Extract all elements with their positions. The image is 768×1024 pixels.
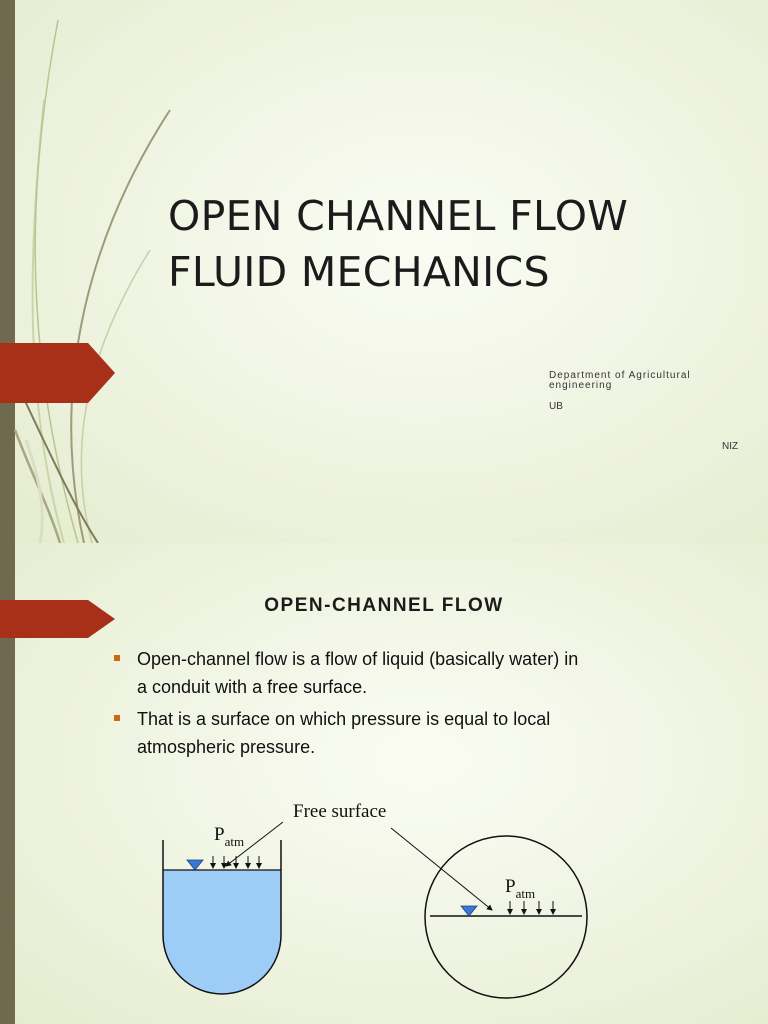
department-line-1: Department of Agricultural [549, 370, 691, 381]
free-surface-leader-left [225, 821, 284, 867]
conduit-circle [424, 835, 588, 999]
patm-label: Patm [214, 824, 244, 849]
channel-walls [162, 840, 282, 995]
u-channel: Patm [162, 824, 282, 995]
channel-water [163, 870, 281, 994]
water-level-triangle-icon [186, 859, 204, 871]
circular-conduit: Patm [424, 835, 588, 999]
pressure-arrows [210, 856, 262, 869]
slide-title: OPEN-CHANNEL FLOW [264, 595, 504, 616]
title-line-2: FLUID MECHANICS [168, 248, 550, 296]
bullet-item: That is a surface on which pressure is e… [112, 705, 582, 761]
department-line-2: engineering [549, 380, 613, 391]
content-slide: OPEN-CHANNEL FLOW Open-channel flow is a… [0, 543, 768, 1024]
institution-label: UB [549, 401, 563, 412]
bullet-list: Open-channel flow is a flow of liquid (b… [112, 645, 582, 765]
pressure-arrows [507, 901, 556, 915]
title-line-1: OPEN CHANNEL FLOW [168, 192, 629, 240]
patm-label: Patm [505, 876, 535, 901]
arrow-pentagon-shape [0, 343, 115, 403]
slide-left-bar [0, 0, 15, 543]
square-bullet-icon [114, 655, 120, 661]
author-label: NIZ [722, 441, 739, 452]
bullet-text: That is a surface on which pressure is e… [137, 709, 551, 757]
slide-title: OPEN CHANNEL FLOW FLUID MECHANICS [168, 188, 628, 300]
square-bullet-icon [114, 715, 120, 721]
arrow-pentagon-shape [0, 600, 115, 638]
water-level-triangle-icon [460, 905, 478, 917]
open-channel-diagram: Patm Free surface Patm [162, 801, 588, 999]
slide-marker-arrow-icon [0, 600, 115, 638]
bullet-text: Open-channel flow is a flow of liquid (b… [137, 649, 579, 697]
bullet-item: Open-channel flow is a flow of liquid (b… [112, 645, 582, 701]
free-surface-label: Free surface [293, 801, 386, 822]
slide-marker-arrow-icon [0, 343, 115, 403]
slide-left-bar [0, 543, 15, 1024]
title-slide: OPEN CHANNEL FLOW FLUID MECHANICS Depart… [0, 0, 768, 543]
